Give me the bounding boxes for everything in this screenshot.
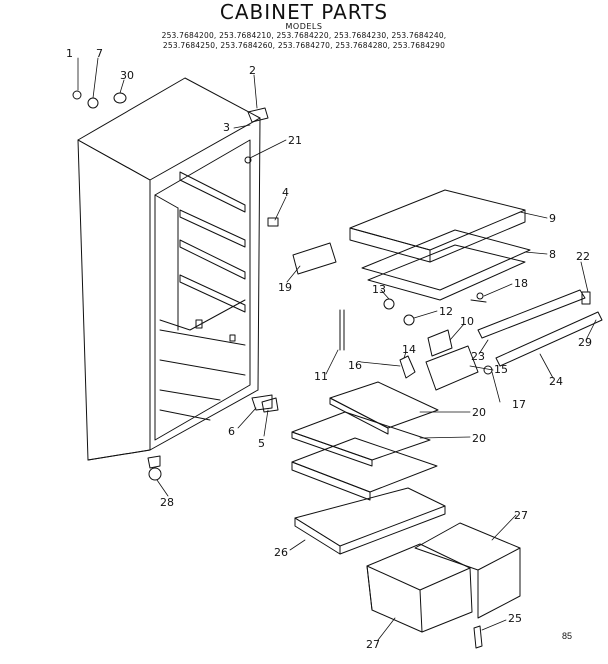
callout-labels: 1 7 30 2 3 21 4 19 9 8 22 18 13 12 10 14… xyxy=(66,47,592,651)
callout-12: 12 xyxy=(439,305,453,318)
callout-19: 19 xyxy=(278,281,292,294)
screws-and-plug xyxy=(72,90,337,275)
callout-18: 18 xyxy=(514,277,528,290)
callout-20-upper-shelf: 20 xyxy=(472,406,486,419)
callout-24: 24 xyxy=(549,375,563,388)
control-parts xyxy=(339,292,493,391)
model-numbers-line-1: 253.7684200, 253.7684210, 253.7684220, 2… xyxy=(161,31,447,40)
cabinet-shell xyxy=(77,77,273,469)
callout-30: 30 xyxy=(120,69,134,82)
callout-9: 9 xyxy=(549,212,556,225)
callout-21: 21 xyxy=(288,134,302,147)
callout-29: 29 xyxy=(578,336,592,349)
crisper-frame xyxy=(294,487,446,555)
callout-4: 4 xyxy=(282,186,289,199)
callout-6: 6 xyxy=(228,425,235,438)
glass-shelves xyxy=(291,381,439,501)
callout-16: 16 xyxy=(348,359,362,372)
callout-10: 10 xyxy=(460,315,474,328)
callout-26: 26 xyxy=(274,546,288,559)
callout-5: 5 xyxy=(258,437,265,450)
crisper-cover-assembly xyxy=(349,189,531,301)
callout-27-left-drawer: 27 xyxy=(366,638,380,651)
callout-27-right-drawer: 27 xyxy=(514,509,528,522)
callout-7: 7 xyxy=(96,47,103,60)
callout-25: 25 xyxy=(508,612,522,625)
page-code: 85 xyxy=(562,631,573,641)
callout-1: 1 xyxy=(66,47,73,60)
callout-22: 22 xyxy=(576,250,590,263)
models-heading: MODELS xyxy=(285,22,323,31)
drawer-rails xyxy=(477,289,603,367)
callout-23: 23 xyxy=(471,350,485,363)
callout-8: 8 xyxy=(549,248,556,261)
callout-2: 2 xyxy=(249,64,256,77)
crisper-drawers xyxy=(366,522,521,633)
callout-13: 13 xyxy=(372,283,386,296)
callout-20-lower-shelf: 20 xyxy=(472,432,486,445)
callout-15: 15 xyxy=(494,363,508,376)
callout-17: 17 xyxy=(512,398,526,411)
callout-14: 14 xyxy=(402,343,416,356)
small-fasteners xyxy=(148,397,483,649)
diagram-title: CABINET PARTS xyxy=(219,0,389,24)
callout-28: 28 xyxy=(160,496,174,509)
callout-11: 11 xyxy=(314,370,328,383)
leader-lines xyxy=(77,57,597,641)
model-numbers-line-2: 253.7684250, 253.7684260, 253.7684270, 2… xyxy=(162,41,446,50)
callout-3: 3 xyxy=(223,121,230,134)
